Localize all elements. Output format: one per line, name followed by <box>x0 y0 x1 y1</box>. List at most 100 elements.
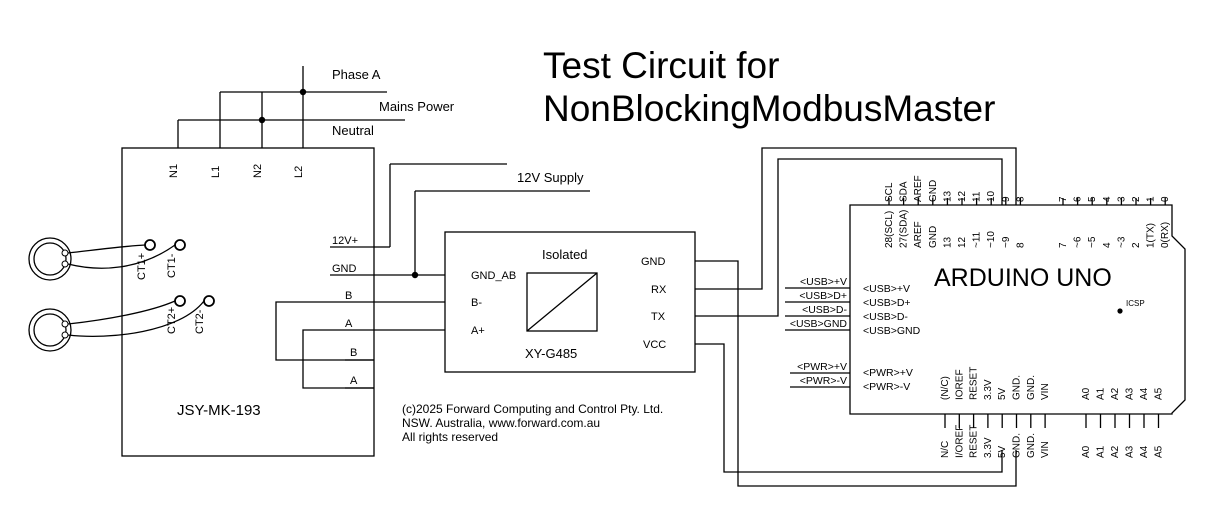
bottom-pin-inner-label: A4 <box>1139 387 1150 400</box>
top-pin-outer-label: 13 <box>942 190 953 202</box>
bottom-pin-outer-label: A0 <box>1081 445 1092 458</box>
top-pin-inner-label: 2 <box>1131 242 1142 248</box>
usb-v-outer: <USB>+V <box>800 276 847 288</box>
bottom-pin-inner-label: A1 <box>1096 387 1107 400</box>
top-pin-inner-label: 27(SDA) <box>899 210 910 248</box>
arduino-top-pin-lines <box>888 198 1166 205</box>
pin-gnd-ab-label: GND_AB <box>471 270 516 282</box>
pin-l1-label: L1 <box>210 166 222 178</box>
bottom-pin-outer-label: A3 <box>1125 445 1136 458</box>
pin-b2-label: B <box>350 347 357 359</box>
pin-tx-label: TX <box>651 311 666 323</box>
bottom-pin-outer-label: GND. <box>1012 433 1023 458</box>
top-pin-inner-label: ~9 <box>1001 236 1012 248</box>
usb-dm-outer: <USB>D- <box>802 304 847 316</box>
arduino-name: ARDUINO UNO <box>934 264 1112 292</box>
pwr-v-outer: <PWR>+V <box>797 361 847 373</box>
pin-b1-label: B <box>345 290 352 302</box>
converter-header: Isolated <box>542 247 588 262</box>
copyright-line1: (c)2025 Forward Computing and Control Pt… <box>402 402 663 416</box>
bottom-pin-outer-label: I/OREF <box>954 425 965 458</box>
pin-n2-label: N2 <box>252 164 264 178</box>
usb-dp-inner: <USB>D+ <box>863 297 911 309</box>
jsy-top-pin-labels: N1 L1 N2 L2 <box>168 164 305 178</box>
mains-power-label: Mains Power <box>379 99 455 114</box>
supply-label: 12V Supply <box>517 170 584 185</box>
mains-wiring <box>177 66 405 148</box>
top-pin-inner-label: GND <box>928 226 939 248</box>
neutral-junction-dot <box>258 116 266 124</box>
top-pin-outer-label: 12 <box>957 190 968 202</box>
top-pin-inner-label: 12 <box>957 236 968 248</box>
pin-ct1m-label: CT1- <box>166 253 178 278</box>
pwr-gnd-inner: <PWR>-V <box>863 381 910 393</box>
icsp-dot <box>1117 308 1123 314</box>
supply-wiring <box>374 163 590 279</box>
rs485-wiring <box>275 301 445 389</box>
bottom-pin-inner-label: GND. <box>1012 375 1023 400</box>
bottom-pin-outer-label: A2 <box>1110 445 1121 458</box>
pin-conv-gnd-label: GND <box>641 256 666 268</box>
bottom-pin-outer-label: A1 <box>1096 445 1107 458</box>
bottom-pin-inner-label: A3 <box>1125 387 1136 400</box>
converter-pins: GND_AB B- A+ GND RX TX VCC <box>471 256 667 351</box>
usb-dp-outer: <USB>D+ <box>799 290 847 302</box>
arduino-uno-board <box>849 204 1186 415</box>
jsy-ct-pins: CT1+ CT1- CT2+ CT2- <box>136 239 215 334</box>
converter-name: XY-G485 <box>525 346 577 361</box>
top-pin-outer-label: AREF <box>913 175 924 202</box>
top-pin-inner-label: 1(TX) <box>1146 223 1157 248</box>
pin-ct2p-label: CT2+ <box>166 307 178 334</box>
bottom-pin-inner-label: VIN <box>1040 383 1051 400</box>
pin-ct2m-label: CT2- <box>194 309 206 334</box>
top-pin-outer-label: SDA <box>899 181 910 202</box>
diagram-title-line2: NonBlockingModbusMaster <box>543 88 995 129</box>
top-pin-outer-label: SCL <box>884 182 895 202</box>
bottom-pin-inner-label: RESET <box>969 367 980 400</box>
top-pin-inner-label: 0(RX) <box>1160 222 1171 248</box>
top-pin-inner-label: 13 <box>942 236 953 248</box>
top-pin-inner-label: 4 <box>1102 242 1113 248</box>
phase-a-label: Phase A <box>332 67 381 82</box>
bottom-pin-inner-label: (N/C) <box>940 376 951 400</box>
copyright-line3: All rights reserved <box>402 430 498 444</box>
bottom-pin-outer-label: A5 <box>1154 445 1165 458</box>
top-pin-inner-label: 7 <box>1058 242 1069 248</box>
jsy-meter-name: JSY-MK-193 <box>177 402 261 419</box>
pin-a2-label: A <box>350 375 358 387</box>
top-pin-outer-label: 10 <box>986 190 997 202</box>
usb-gnd-inner: <USB>GND <box>863 325 921 337</box>
diagram-title-line1: Test Circuit for <box>543 45 779 86</box>
bottom-pin-inner-label: IOREF <box>954 369 965 400</box>
bottom-pin-inner-label: 3.3V <box>983 379 994 400</box>
pwr-gnd-outer: <PWR>-V <box>800 375 847 387</box>
icsp-label: ICSP <box>1126 299 1145 308</box>
usb-gnd-outer: <USB>GND <box>790 318 848 330</box>
bottom-pin-inner-label: GND. <box>1026 375 1037 400</box>
bottom-pin-inner-label: A0 <box>1081 387 1092 400</box>
top-pin-inner-label: 8 <box>1015 242 1026 248</box>
pwr-v-inner: <PWR>+V <box>863 367 913 379</box>
gnd-junction-dot <box>411 271 419 279</box>
serial-wiring <box>695 147 1017 487</box>
top-pin-inner-label: ~3 <box>1116 236 1127 248</box>
usb-v-inner: <USB>+V <box>863 283 910 295</box>
bottom-pin-inner-label: A5 <box>1154 387 1165 400</box>
pin-a-plus-label: A+ <box>471 325 485 337</box>
bottom-pin-outer-label: 3.3V <box>983 437 994 458</box>
ct1-sensor-icon <box>28 237 176 281</box>
bottom-pin-outer-label: N/C <box>940 441 951 458</box>
bottom-pin-outer-label: A4 <box>1139 445 1150 458</box>
arduino-bottom-pin-lines <box>944 414 1160 428</box>
top-pin-inner-label: 28(SCL) <box>884 211 895 248</box>
top-pin-inner-label: ~6 <box>1073 236 1084 248</box>
top-pin-inner-label: ~11 <box>972 231 983 248</box>
top-pin-outer-label: 11 <box>972 191 983 202</box>
bottom-pin-outer-label: RESET <box>969 425 980 458</box>
bottom-pin-outer-label: GND. <box>1026 433 1037 458</box>
arduino-usb-pins: <USB>+V <USB>D+ <USB>D- <USB>GND <USB>+V… <box>785 276 921 393</box>
phase-junction-dot <box>299 88 307 96</box>
